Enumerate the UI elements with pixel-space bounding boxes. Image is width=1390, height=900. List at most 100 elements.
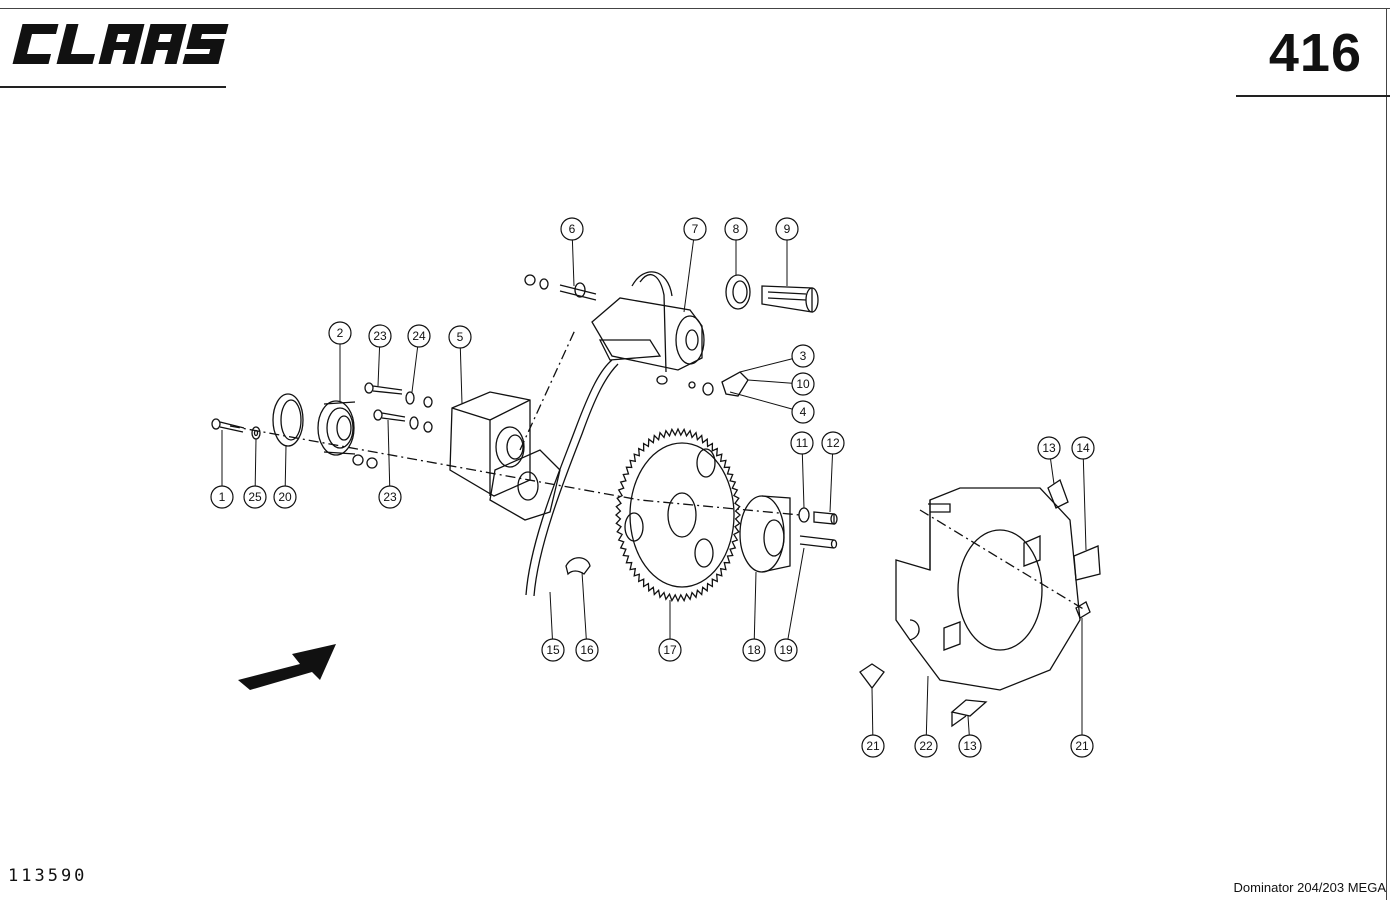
callout-circle [328,321,352,345]
callout-leader-line [387,419,391,487]
callout-part-14: 14 [1071,436,1095,460]
callout-part-13: 13 [958,734,982,758]
callout-part-21: 21 [861,734,885,758]
callout-part-15: 15 [541,638,565,662]
sprocket-rim [629,442,735,588]
callout-part-2: 2 [328,321,352,345]
bolt-part-23-lower [373,409,406,422]
callout-circle [273,485,297,509]
bolt-part-12 [813,511,838,525]
sprocket-part-17 [615,427,741,603]
sprocket-hole [624,512,644,542]
callout-leader-line [683,239,695,313]
callout-label: 8 [733,222,740,236]
callout-circle [448,325,472,349]
callout-leader-line [967,715,970,736]
callout-label: 17 [663,643,677,657]
callout-circle [742,638,766,662]
washer-part-11 [798,507,810,523]
callout-label: 13 [1042,441,1056,455]
callout-label: 12 [826,436,840,450]
callout-part-18: 18 [742,638,766,662]
callout-leader-line [459,347,463,405]
plate-part-14 [1073,545,1101,581]
callout-part-9: 9 [775,217,799,241]
callout-leader-line [801,453,805,509]
drawing-number: 113590 [8,866,88,886]
callout-circle [560,217,584,241]
page-number-underline [1236,95,1390,97]
callout-leader-line [739,358,793,373]
callout-label: 1 [219,490,226,504]
callout-label: 3 [800,349,807,363]
sensor-motor-part-7 [591,271,705,385]
clip-part-21-left [859,663,885,690]
callout-label: 24 [412,329,426,343]
direction-arrow [238,644,336,690]
callout-part-19: 19 [774,638,798,662]
callout-leader-line [377,346,381,387]
callout-part-12: 12 [821,431,845,455]
bracket-part-13-upper [1047,479,1069,509]
callout-part-21: 21 [1070,734,1094,758]
callout-leader-line [829,453,834,513]
callout-circle [658,638,682,662]
callout-part-20: 20 [273,485,297,509]
callout-circle [775,217,799,241]
sleeve-part-9 [761,285,819,313]
callout-leader-line [411,346,419,393]
frame-top-border [0,8,1390,9]
frame-right-border [1386,8,1387,900]
logo-underline [0,86,226,88]
callout-leader-line [925,675,929,736]
callout-label: 19 [779,643,793,657]
bearing-part-2 [317,400,356,456]
nut-small [352,454,378,469]
callout-label: 4 [800,405,807,419]
hose-part-15 [525,359,613,596]
callout-part-11: 11 [790,431,814,455]
callout-label: 13 [963,739,977,753]
callout-label: 5 [457,330,464,344]
callout-label: 14 [1076,441,1090,455]
callout-leader-line [753,571,757,640]
callout-leader-line [254,438,257,487]
callout-label: 6 [569,222,576,236]
clip-part-16 [565,557,591,576]
callout-label: 25 [248,490,262,504]
callout-part-3: 3 [791,344,815,368]
callout-part-22: 22 [914,734,938,758]
callout-part-6: 6 [560,217,584,241]
callout-label: 18 [747,643,761,657]
callout-label: 22 [919,739,933,753]
callout-label: 16 [580,643,594,657]
callout-leader-line [549,591,553,640]
callout-circle [368,324,392,348]
callout-circle [861,734,885,758]
callout-label: 23 [373,329,387,343]
bolt-part-23-upper [364,382,403,395]
callout-leader-line [571,239,575,287]
machine-model: Dominator 204/203 MEGA [1233,880,1386,895]
bolt-part-1 [211,418,245,433]
callout-part-24: 24 [407,324,431,348]
callout-circle [541,638,565,662]
callout-part-7: 7 [683,217,707,241]
clamp-part-8 [725,274,751,310]
callout-part-5: 5 [448,325,472,349]
guard-cover-part-22 [895,487,1081,691]
callout-circle [791,400,815,424]
callout-circle [407,324,431,348]
hose-part-15-b [533,363,619,597]
callout-label: 9 [784,222,791,236]
callout-part-1: 1 [210,485,234,509]
bearing-housing-part-5 [449,391,561,521]
callout-part-23: 23 [368,324,392,348]
pin-part-19 [799,535,838,549]
callout-circle [243,485,267,509]
callout-part-23: 23 [378,485,402,509]
callout-circle [1071,436,1095,460]
callout-label: 11 [796,436,809,450]
washer-part-24 [405,391,433,433]
